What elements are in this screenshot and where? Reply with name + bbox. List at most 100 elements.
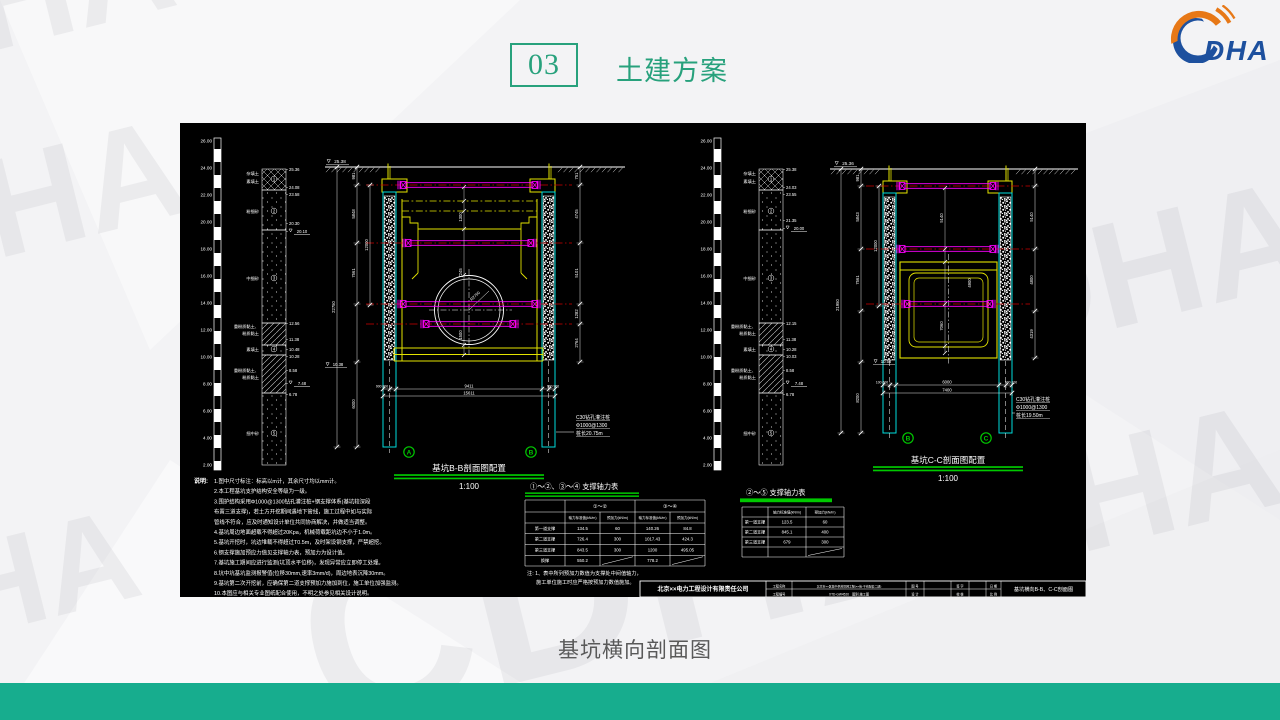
svg-text:24.00: 24.00 [701,166,713,171]
svg-text:12.56: 12.56 [289,321,300,326]
svg-text:重粉质黏土、: 重粉质黏土、 [234,323,259,330]
svg-text:第二道支撑: 第二道支撑 [745,529,765,535]
svg-text:1: 1 [770,177,773,182]
svg-text:22.00: 22.00 [701,193,713,198]
page-title: 土建方案 [616,56,728,86]
svg-text:10.03: 10.03 [786,354,797,359]
svg-text:6.00: 6.00 [703,409,712,414]
svg-text:中细砂: 中细砂 [743,275,756,282]
svg-text:第一道支撑: 第一道支撑 [745,519,765,525]
svg-text:换撑: 换撑 [541,557,549,563]
svg-text:2.00: 2.00 [203,463,212,468]
svg-text:24.03: 24.03 [786,185,797,190]
svg-text:B: B [529,449,534,456]
svg-text:工程名称: 工程名称 [773,584,787,589]
svg-text:细中砂: 细中砂 [743,430,756,437]
svg-text:预加力(kN/m): 预加力(kN/m) [607,515,628,520]
svg-text:中细砂: 中细砂 [246,275,259,282]
svg-text:12000: 12000 [873,240,878,252]
cad-section-CC: 25.3621950981584375618200120005140480043… [830,161,1078,483]
svg-text:23.55: 23.55 [786,192,797,197]
svg-text:900 900: 900 900 [376,385,388,389]
svg-text:751: 751 [574,172,579,180]
company-logo: DHA [1170,5,1269,63]
svg-text:21.35: 21.35 [786,218,797,223]
soil-profile-column: 杂填土素填土粉细砂中细砂重粉质黏土、粉质黏土素填土重粉质黏土、粉质黏土细中砂25… [234,167,310,466]
svg-text:7400: 7400 [942,388,952,393]
svg-text:XTD-GW4520 图别 施工图: XTD-GW4520 图别 施工图 [829,592,869,597]
svg-text:1:100: 1:100 [938,474,959,483]
svg-text:1282: 1282 [574,309,579,319]
svg-text:1:100: 1:100 [459,482,480,491]
svg-text:第三道支撑: 第三道支撑 [745,539,765,545]
svg-text:第一道支撑: 第一道支撑 [535,525,555,531]
svg-text:8.58: 8.58 [786,368,795,373]
svg-text:细中砂: 细中砂 [246,430,259,437]
svg-text:B: B [906,435,911,442]
svg-text:400: 400 [821,530,829,535]
svg-text:60: 60 [615,526,620,531]
elevation-ruler: 26.0024.0022.0020.0018.0016.0014.0012.00… [701,137,722,471]
svg-text:粉质黏土: 粉质黏土 [739,374,756,381]
svg-text:20.30: 20.30 [289,221,300,226]
svg-text:12.00: 12.00 [701,328,713,333]
svg-text:7.48: 7.48 [795,381,804,386]
svg-text:900 900: 900 900 [547,385,559,389]
footer-bar [0,683,1280,720]
svg-text:4.00: 4.00 [703,436,712,441]
svg-text:3: 3 [273,276,276,281]
svg-text:26.00: 26.00 [201,139,213,144]
table-note: 注: 1、表中所列预加力数值为支撑处中间值轴力，施工单位施工时应严格按预加力数值… [527,569,642,586]
svg-text:5: 5 [273,431,276,436]
svg-text:素填土: 素填土 [743,346,756,353]
svg-text:18.00: 18.00 [701,247,713,252]
svg-text:1017.43: 1017.43 [645,537,661,542]
svg-text:4745: 4745 [574,209,579,219]
logo-text: DHA [1204,35,1269,63]
svg-text:布置三道支撑)，若土方开挖期间遇地下管线，施工过程中如与实际: 布置三道支撑)，若土方开挖期间遇地下管线，施工过程中如与实际 [214,508,373,516]
svg-text:桩长20.75m: 桩长20.75m [576,430,603,437]
svg-text:第三道支撑: 第三道支撑 [535,546,555,552]
svg-text:4: 4 [273,347,276,352]
svg-text:杂填土: 杂填土 [246,170,259,177]
svg-text:2764: 2764 [574,338,579,348]
svg-text:25.38: 25.38 [334,159,346,164]
svg-text:134.5: 134.5 [577,526,588,531]
svg-text:工程编号: 工程编号 [773,592,786,597]
svg-text:重粉质黏土、: 重粉质黏土、 [234,367,259,374]
svg-text:第二道支撑: 第二道支撑 [535,536,555,542]
svg-text:图 号: 图 号 [911,584,918,589]
svg-text:20.00: 20.00 [701,220,713,225]
svg-text:4.00: 4.00 [203,436,212,441]
svg-text:9411: 9411 [464,384,474,389]
logo-orange-arc-2 [1221,5,1236,20]
svg-text:3.围护结构采用Φ1000@1300钻孔灌注桩+钢支撑体系(: 3.围护结构采用Φ1000@1300钻孔灌注桩+钢支撑体系(基坑较深段 [214,497,371,505]
svg-text:5140: 5140 [939,213,944,223]
svg-text:8.58: 8.58 [289,368,298,373]
svg-text:基坑B-B剖面图配置: 基坑B-B剖面图配置 [432,463,506,473]
svg-text:20.10: 20.10 [297,229,308,234]
svg-text:4: 4 [770,347,773,352]
svg-text:桩长19.50m: 桩长19.50m [1016,412,1043,419]
svg-text:注: 1、表中所列预加力数值为支撑处中间值轴力，: 注: 1、表中所列预加力数值为支撑处中间值轴力， [527,569,642,577]
svg-text:粉质黏土: 粉质黏土 [242,330,259,337]
svg-text:6000: 6000 [942,380,952,385]
svg-text:10.00: 10.00 [201,355,213,360]
svg-text:10.本图应与相关专业图纸配合使用，不明之处参见相关设计说明: 10.本图应与相关专业图纸配合使用，不明之处参见相关设计说明。 [214,589,372,597]
svg-text:22750: 22750 [331,301,336,313]
svg-text:8.00: 8.00 [703,382,712,387]
svg-text:基坑C-C剖面图配置: 基坑C-C剖面图配置 [911,455,986,465]
svg-text:60: 60 [823,520,828,525]
svg-text:10.28: 10.28 [289,354,300,359]
svg-text:14.00: 14.00 [201,301,213,306]
svg-text:843.5: 843.5 [577,547,588,552]
svg-text:300: 300 [614,547,622,552]
soil-profile-column: 杂填土素填土粉细砂中细砂重粉质黏土、粉质黏土素填土重粉质黏土、粉质黏土细中砂25… [731,167,807,466]
svg-text:①～②、③～④ 支撑轴力表: ①～②、③～④ 支撑轴力表 [530,482,618,491]
svg-text:300: 300 [614,537,622,542]
svg-text:6.78: 6.78 [289,392,298,397]
svg-text:550.2: 550.2 [577,558,588,563]
svg-text:981: 981 [351,172,356,180]
